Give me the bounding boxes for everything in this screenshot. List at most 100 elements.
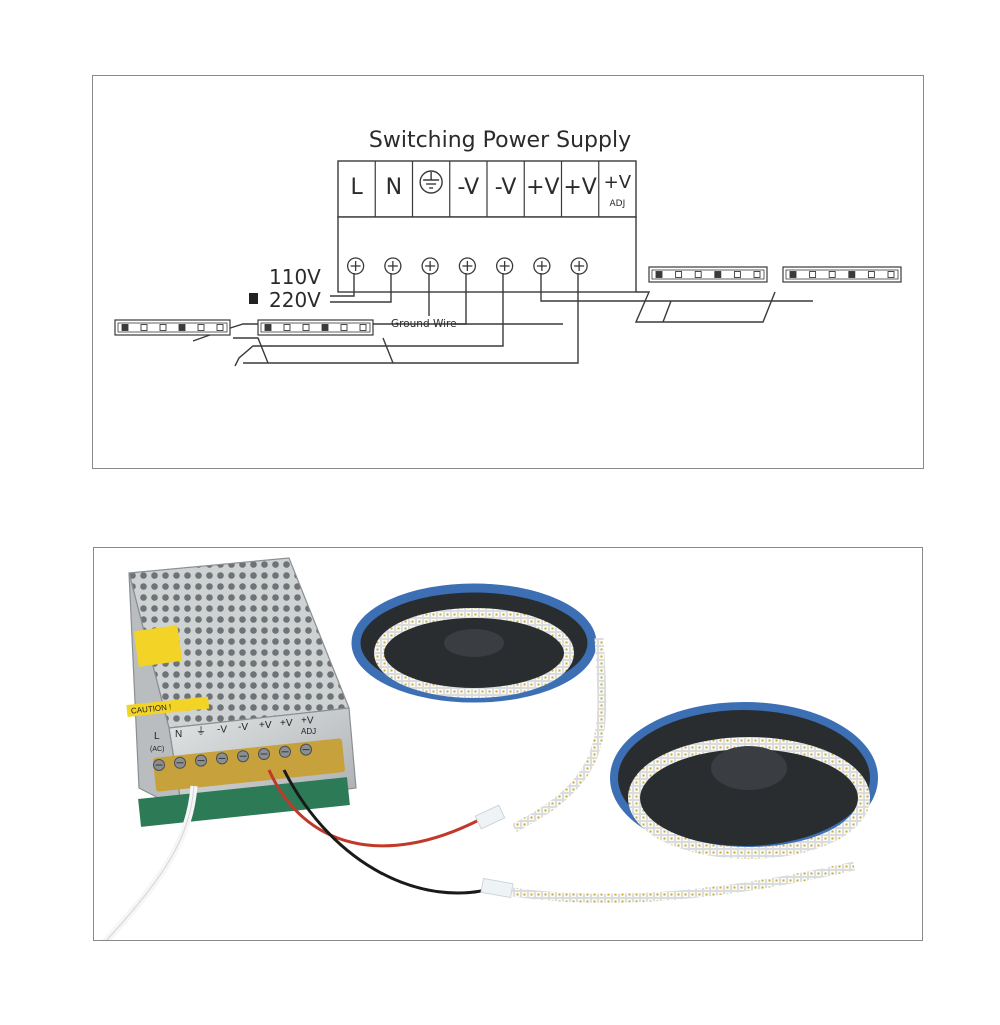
psu-screw-icon <box>300 743 312 756</box>
led-chip <box>359 324 367 331</box>
led-chip <box>848 271 856 278</box>
reel-back-strip <box>374 608 574 698</box>
terminal-label: +V <box>604 172 632 193</box>
led-chip <box>694 271 702 278</box>
psu-terminal-label: +V <box>301 716 314 727</box>
terminal-label: -V <box>495 175 517 200</box>
ac-cable-edge <box>106 785 195 940</box>
led-chip <box>178 324 186 331</box>
wire-right-a <box>634 291 776 323</box>
terminal-screw-icon <box>533 257 551 275</box>
terminal-screw-icon <box>384 257 402 275</box>
dc-wire-red <box>267 769 480 848</box>
led-chip <box>867 271 875 278</box>
strip-connector-upper <box>474 804 506 830</box>
led-chip <box>789 271 797 278</box>
psu-terminal-label: N <box>175 729 182 740</box>
reel-back-hub <box>444 629 504 657</box>
wire-plus-2 <box>243 273 579 364</box>
psu-screw-icon <box>258 748 270 760</box>
led-chip <box>733 271 741 278</box>
terminal-screw-icon <box>570 257 588 275</box>
terminal-screw-icon <box>421 257 439 275</box>
psu-terminal-block <box>153 738 345 792</box>
led-chip <box>121 324 129 331</box>
voltage-switch-icon <box>249 293 258 304</box>
terminal-label: -V <box>458 175 480 200</box>
led-chip <box>197 324 205 331</box>
psu-terminal-screws <box>153 743 312 771</box>
terminal-screw-icon <box>458 257 477 275</box>
wire-right-b <box>662 300 672 323</box>
wire-minus-2 <box>234 273 504 367</box>
wire-left-a <box>233 337 269 364</box>
terminal-screw-icon <box>346 257 365 275</box>
led-chip <box>887 271 895 278</box>
led-reel-front <box>610 702 878 859</box>
wire-left-b <box>382 337 394 364</box>
wire-l <box>330 273 355 297</box>
strip-connector-lower <box>480 877 514 899</box>
psu-caution-text: CAUTION ! <box>131 702 172 715</box>
led-chip <box>828 271 836 278</box>
led-chip <box>321 324 329 331</box>
led-chip <box>714 271 722 278</box>
psu-terminal-label: +V <box>259 720 272 731</box>
loose-strip-lower <box>488 861 856 903</box>
led-chip <box>140 324 148 331</box>
led-chip <box>159 324 167 331</box>
psu-screw-icon <box>153 759 165 771</box>
dc-wire-black <box>282 769 495 895</box>
ground-wire-label: Ground Wire <box>391 318 457 330</box>
psu-screw-icon <box>174 756 186 769</box>
diagram-title: Switching Power Supply <box>369 128 631 153</box>
psu-caution-label <box>126 696 210 718</box>
led-chip <box>340 324 348 331</box>
psu-screw-icon <box>195 754 207 767</box>
led-chip <box>302 324 310 331</box>
terminal-label: +V <box>526 175 559 200</box>
led-strip-segment <box>257 319 374 336</box>
terminal-screw-icon <box>495 257 514 275</box>
led-strip-segments <box>114 266 902 336</box>
psu-warning-sticker <box>133 625 183 667</box>
led-chip <box>655 271 663 278</box>
led-strip-segment <box>114 319 231 336</box>
psu-terminal-label: ⏚ <box>196 726 206 738</box>
reel-front-hub <box>711 746 787 790</box>
led-strip-segment <box>782 266 902 283</box>
psu-terminal-label: -V <box>238 722 248 733</box>
wire-plus-1 <box>540 273 813 302</box>
psu-terminal-label: -V <box>217 724 227 735</box>
loose-strip-upper <box>511 637 607 833</box>
psu-screw-icon <box>279 745 291 758</box>
voltage-110-label: 110V <box>269 265 321 289</box>
psu-ac-label: (AC) <box>150 746 164 753</box>
terminal-screws <box>346 257 588 275</box>
psu-terminal-label: L <box>154 731 160 742</box>
led-reel-back <box>351 583 597 703</box>
led-chip <box>264 324 272 331</box>
terminal-sublabel: ADJ <box>610 199 626 209</box>
led-chip <box>753 271 761 278</box>
terminal-label: N <box>386 175 402 200</box>
voltage-220-label: 220V <box>269 288 321 312</box>
reel-front-strip <box>628 737 870 859</box>
power-supply-body <box>337 216 637 293</box>
led-chip <box>809 271 817 278</box>
led-strip-segment <box>648 266 768 283</box>
psu-screw-icon <box>216 752 228 765</box>
led-chip <box>283 324 291 331</box>
psu-adj-label: ADJ <box>301 727 316 736</box>
led-chip <box>675 271 683 278</box>
terminal-label: +V <box>563 175 596 200</box>
psu-terminal-label: +V <box>280 718 293 729</box>
ground-icon <box>419 170 443 194</box>
